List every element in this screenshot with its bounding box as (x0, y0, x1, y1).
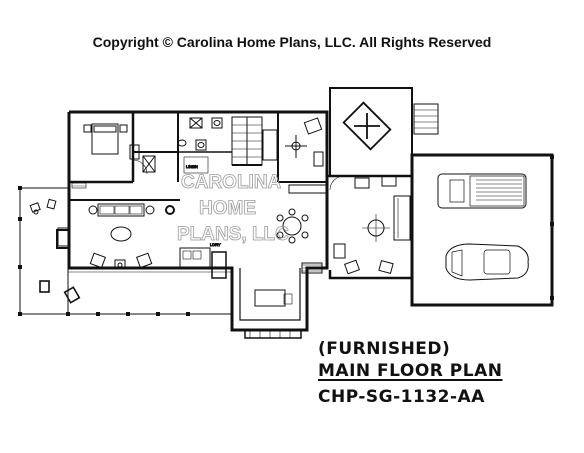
porch-rocker-icon (39, 280, 50, 293)
porch-chair-icon (29, 198, 57, 215)
master-bath: LINEN (133, 112, 232, 182)
laundry-label: LDRY (210, 242, 221, 247)
coffee-table-icon (110, 226, 132, 242)
sink-icon (211, 117, 223, 129)
plan-title-block: (FURNISHED) MAIN FLOOR PLAN CHP-SG-1132-… (318, 338, 502, 408)
den-sofa-icon (393, 195, 411, 241)
laundry-room: LDRY (179, 242, 227, 279)
toilet-icon (177, 139, 187, 147)
kitchen-island-icon (254, 289, 286, 307)
main-house-walls (67, 110, 329, 332)
patio-table-icon (342, 101, 392, 151)
pickup-truck-icon (437, 173, 527, 209)
master-bedroom (69, 112, 148, 189)
furnished-label: (FURNISHED) (318, 339, 451, 359)
stairs (231, 116, 278, 166)
porch-rocker-icon (63, 286, 81, 304)
chair-icon (378, 260, 394, 274)
chair-icon (344, 259, 360, 275)
den (327, 174, 414, 280)
copyright-notice: Copyright © Carolina Home Plans, LLC. Al… (92, 34, 492, 50)
living-room (56, 199, 180, 270)
chair-icon (303, 117, 323, 135)
dining-room (276, 208, 309, 244)
car-icon (445, 243, 529, 281)
watermark-line-3: PLANS, LLC (177, 224, 289, 245)
kitchen (239, 262, 323, 339)
bedroom-two (277, 112, 328, 194)
watermark-line-2: HOME (199, 198, 256, 219)
watermark: CAROLINA HOME PLANS, LLC (177, 172, 290, 246)
plan-name: MAIN FLOOR PLAN (318, 361, 503, 381)
master-bed-icon (91, 123, 119, 155)
sofa-icon (97, 203, 145, 217)
armchair-icon (136, 252, 153, 269)
watermark-line-1: CAROLINA (181, 172, 282, 193)
rear-deck (329, 87, 439, 177)
linen-label: LINEN (186, 164, 198, 169)
dining-table-icon (282, 216, 302, 236)
garage (410, 153, 554, 307)
armchair-icon (89, 252, 106, 269)
plan-number: CHP-SG-1132-AA (318, 387, 485, 407)
